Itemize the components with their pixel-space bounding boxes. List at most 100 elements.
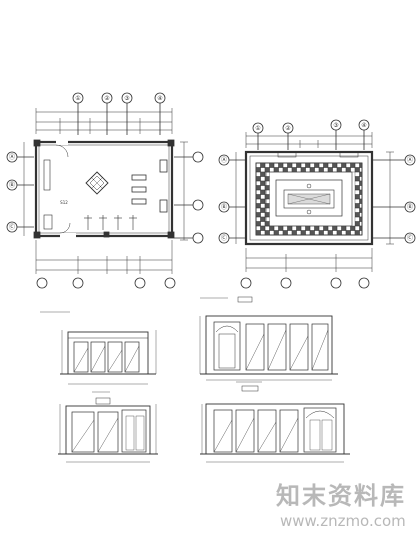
elevation-bottom-left [58, 391, 158, 463]
right-plan-axis-labels: ① ② ③ ④ Ⓐ Ⓑ Ⓒ Ⓐ Ⓑ Ⓒ [221, 122, 413, 242]
ceiling-tile [345, 225, 351, 231]
ceiling-tile [318, 225, 324, 231]
ceiling-tile [327, 162, 333, 168]
ceiling-tile [309, 225, 315, 231]
ceiling-tile [255, 167, 261, 173]
ceiling-tile [309, 230, 315, 236]
ceiling-tile [323, 167, 329, 173]
ceiling-tile [260, 207, 266, 213]
ceiling-tile [327, 167, 333, 173]
left-plan-bottom-axis-bubbles [36, 277, 176, 289]
ceiling-tile [260, 212, 266, 218]
ceiling-tile [305, 225, 311, 231]
ceiling-tile [278, 162, 284, 168]
axis-label: Ⓐ [221, 156, 227, 164]
ceiling-tile [309, 167, 315, 173]
elevation-bottom-right [200, 381, 350, 463]
ceiling-tile [332, 230, 338, 236]
ceiling-tile [345, 162, 351, 168]
ceiling-tile [314, 167, 320, 173]
axis-label: ② [104, 95, 110, 102]
ceiling-tile [318, 167, 324, 173]
ceiling-tile [305, 230, 311, 236]
ceiling-tile [350, 167, 356, 173]
ceiling-tile [354, 185, 360, 191]
ceiling-tile [282, 167, 288, 173]
ceiling-tile [305, 162, 311, 168]
right-plan-walls [244, 150, 374, 246]
ceiling-tile [354, 225, 360, 231]
ceiling-tile [314, 225, 320, 231]
ceiling-tile [359, 198, 363, 204]
ceiling-tile [264, 185, 270, 191]
ceiling-tile [264, 162, 270, 168]
ceiling-tile [255, 225, 261, 231]
axis-label: Ⓒ [9, 223, 15, 231]
ceiling-tile [287, 167, 293, 173]
ceiling-tile [264, 171, 270, 177]
ceiling-tile [260, 180, 266, 186]
elevation-top-right [199, 296, 338, 381]
ceiling-tile [282, 225, 288, 231]
axis-label: ④ [157, 95, 162, 102]
ceiling-tile [350, 225, 356, 231]
ceiling-tile [282, 162, 288, 168]
axis-label: ① [75, 95, 80, 102]
ceiling-tile [345, 167, 351, 173]
ceiling-tile [314, 162, 320, 168]
left-plan-walls [34, 140, 174, 238]
ceiling-tile [255, 230, 261, 236]
ceiling-tile [264, 221, 270, 227]
left-plan-axis-labels: ① ② ③ ④ Ⓐ Ⓑ Ⓒ S12 [9, 95, 163, 231]
ceiling-tile [255, 203, 261, 209]
axis-label: Ⓑ [9, 181, 15, 189]
ceiling-tile [264, 203, 270, 209]
axis-label: ④ [361, 122, 366, 129]
ceiling-tile [341, 225, 347, 231]
watermark-url: www.znzmo.com [280, 512, 406, 530]
left-plan-left-axis-bubbles [6, 142, 34, 236]
ceiling-tile [359, 180, 363, 186]
ceiling-tile [291, 230, 297, 236]
right-plan-top-axis-bubbles [252, 119, 370, 150]
ceiling-tile [318, 162, 324, 168]
ceiling-tile [264, 189, 270, 195]
ceiling-tile [350, 162, 356, 168]
ceiling-tile [332, 167, 338, 173]
ceiling-tile [350, 230, 356, 236]
ceiling-tile [264, 180, 270, 186]
ceiling-tile [332, 162, 338, 168]
ceiling-tile [296, 167, 302, 173]
ceiling-tile [296, 225, 302, 231]
right-plan-bottom-axis-bubbles [240, 277, 370, 289]
ceiling-tile [291, 225, 297, 231]
ceiling-tile [255, 194, 261, 200]
ceiling-tile [255, 185, 261, 191]
right-plan-left-axis-bubbles [218, 152, 246, 244]
ceiling-tile [318, 230, 324, 236]
ceiling-tile [354, 180, 360, 186]
ceiling-tile [323, 225, 329, 231]
ceiling-tile [264, 212, 270, 218]
axis-label: Ⓑ [407, 203, 413, 211]
watermark: 知末资料库 www.znzmo.com [262, 470, 412, 542]
ceiling-tile [341, 230, 347, 236]
ceiling-tile [269, 162, 275, 168]
axis-label: Ⓐ [9, 153, 15, 161]
ceiling-tile [260, 167, 266, 173]
ceiling-tile [359, 216, 363, 222]
right-ceiling-plan [218, 119, 416, 289]
ceiling-tile [260, 230, 266, 236]
ceiling-tile [255, 221, 261, 227]
ceiling-tile [314, 230, 320, 236]
ceiling-tile [296, 230, 302, 236]
ceiling-tile [296, 162, 302, 168]
ceiling-tile [260, 216, 266, 222]
ceiling-tile [359, 225, 363, 231]
ceiling-tile [260, 194, 266, 200]
left-plan-top-axis-bubbles [72, 92, 166, 135]
ceiling-tile [354, 162, 360, 168]
ceiling-tile [260, 176, 266, 182]
ceiling-tile [260, 162, 266, 168]
